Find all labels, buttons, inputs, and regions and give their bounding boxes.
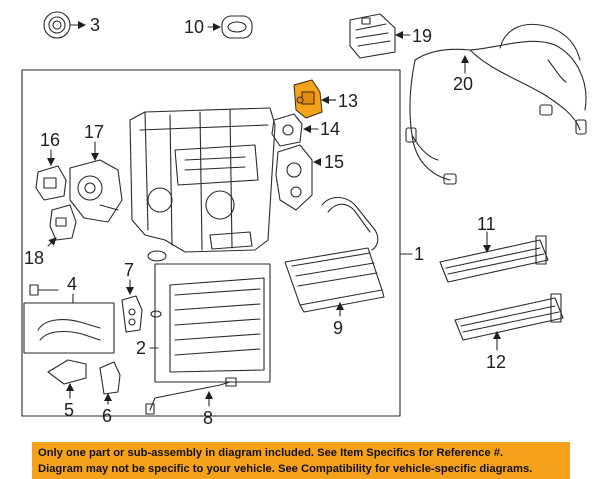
callout-8: 8 (203, 408, 213, 428)
part-12-ptc-heater (454, 293, 564, 341)
callout-19: 19 (412, 26, 432, 46)
part-2-evaporator (154, 263, 271, 383)
part-17-blower-motor (69, 159, 123, 223)
callout-6: 6 (102, 406, 112, 426)
part-4-box (23, 302, 115, 354)
part-10-seal (221, 15, 253, 39)
callout-15: 15 (324, 152, 344, 172)
drain-knob (147, 250, 167, 262)
part-3-grommet (43, 11, 71, 39)
callout-9: 9 (333, 318, 343, 338)
part-15-actuator (275, 144, 313, 211)
part-16-actuator (35, 165, 67, 201)
callout-5: 5 (64, 400, 74, 420)
callout-18: 18 (24, 248, 44, 268)
part-6-insulator (99, 361, 121, 395)
hvac-main-case (129, 107, 276, 253)
hvac-exploded-diagram: 1 2 3 4 5 6 7 8 9 10 11 12 13 14 15 16 1… (21, 11, 587, 428)
callout-14: 14 (320, 119, 340, 139)
part-7-expansion-valve (121, 295, 162, 333)
callout-11: 11 (477, 214, 496, 234)
callout-7: 7 (124, 260, 134, 280)
callout-2: 2 (136, 338, 146, 358)
callout-20: 20 (453, 74, 473, 94)
callout-16: 16 (40, 130, 60, 150)
part-9-heater-core (284, 247, 385, 313)
refrigerant-tubes (321, 196, 379, 251)
part-19-control-module (349, 13, 396, 59)
part-4-pipe-bolt (29, 284, 59, 296)
callout-3: 3 (90, 15, 100, 35)
callout-10: 10 (184, 17, 204, 37)
callout-13: 13 (338, 91, 358, 111)
disclaimer-line-1: Only one part or sub-assembly in diagram… (38, 447, 504, 459)
part-13-highlighted-actuator (293, 79, 323, 119)
part-20-wire-harness (405, 23, 587, 185)
callout-4: 4 (67, 274, 77, 294)
disclaimer-line-2: Diagram may not be specific to your vehi… (38, 463, 533, 475)
callout-17: 17 (84, 122, 104, 142)
part-4-pipe (37, 319, 101, 341)
part-18-actuator (49, 204, 77, 241)
part-8-temperature-sensor (145, 377, 237, 415)
leader-18 (47, 237, 57, 247)
callout-1: 1 (414, 244, 424, 264)
part-11-ptc-heater (439, 235, 549, 283)
disclaimer-banner: Only one part or sub-assembly in diagram… (32, 442, 570, 479)
part-14-servo-motor (271, 113, 303, 147)
part-5-bracket (47, 359, 87, 385)
callout-12: 12 (486, 352, 506, 372)
assembly-frame (21, 69, 401, 417)
